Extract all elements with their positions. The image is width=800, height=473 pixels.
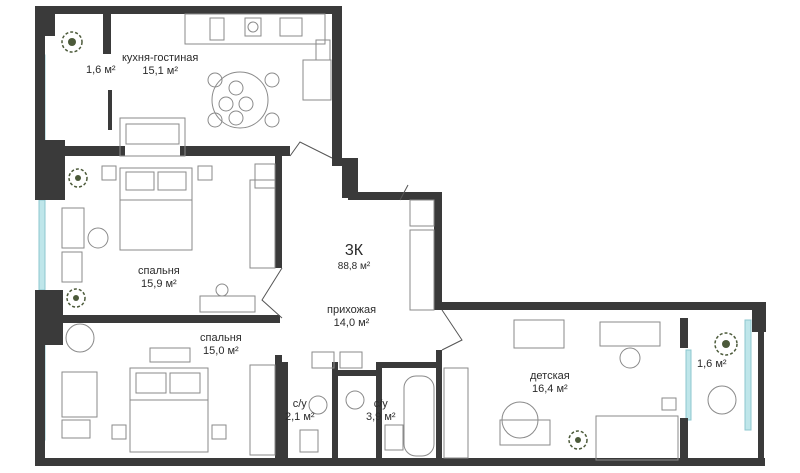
windows xyxy=(38,54,752,441)
room-area: 1,6 м² xyxy=(697,358,727,370)
room-area: 2,1 м² xyxy=(285,411,315,423)
plants xyxy=(61,31,738,450)
room-name: кухня-гостиная xyxy=(122,52,199,64)
room-name: прихожая xyxy=(327,304,377,316)
walls xyxy=(35,6,766,466)
apartment-total-area: 88,8 м² xyxy=(337,261,371,272)
room-name: с/у xyxy=(292,398,307,410)
room-bathroom-2: с/у 3,9 м² xyxy=(366,398,396,424)
room-area: 15,1 м² xyxy=(142,65,179,77)
apartment-type: 3К xyxy=(344,242,364,259)
room-balcony-right: 1,6 м² xyxy=(697,358,727,371)
apartment-summary: 3К 88,8 м² xyxy=(330,242,378,273)
room-kitchen-living: кухня-гостиная 15,1 м² xyxy=(122,52,198,78)
room-name: с/у xyxy=(373,398,388,410)
room-bathroom-1: с/у 2,1 м² xyxy=(285,398,315,424)
room-area: 1,6 м² xyxy=(86,64,116,76)
furniture xyxy=(61,13,737,461)
room-kids: детская 16,4 м² xyxy=(530,370,570,396)
room-bedroom-1: спальня 15,9 м² xyxy=(138,265,180,291)
room-bedroom-2: спальня 15,0 м² xyxy=(200,332,242,358)
room-area: 16,4 м² xyxy=(532,383,568,395)
room-hallway: прихожая 14,0 м² xyxy=(327,304,376,330)
room-area: 15,0 м² xyxy=(203,345,239,357)
room-area: 14,0 м² xyxy=(333,317,370,329)
room-area: 3,9 м² xyxy=(366,411,396,423)
room-area: 15,9 м² xyxy=(141,278,177,290)
hallway-outline xyxy=(261,141,463,351)
room-name: спальня xyxy=(200,332,242,344)
room-balcony-top: 1,6 м² xyxy=(86,64,116,77)
room-name: детская xyxy=(530,370,570,382)
room-name: спальня xyxy=(138,265,180,277)
